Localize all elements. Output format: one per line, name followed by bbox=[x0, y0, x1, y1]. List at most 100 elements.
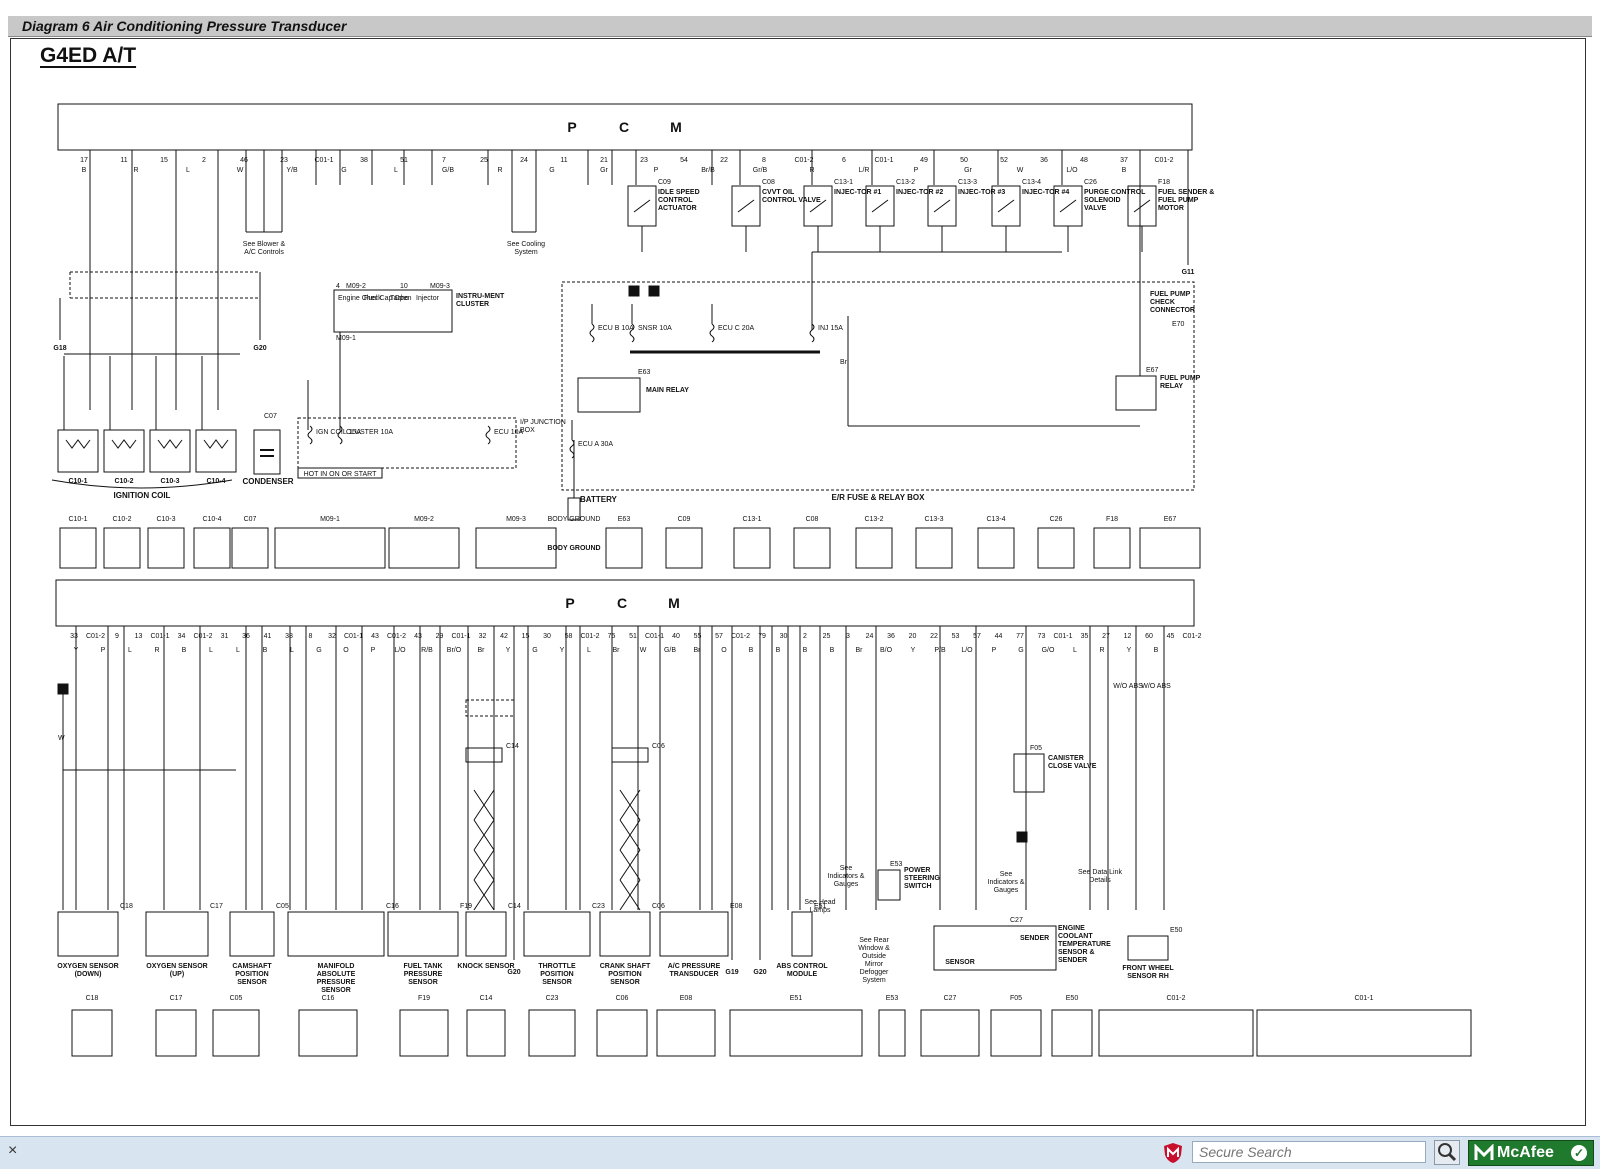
twisted-pair bbox=[473, 849, 495, 881]
pcm-bottom-wire-color: B bbox=[803, 647, 808, 654]
bottom-connector-C27 bbox=[920, 1009, 980, 1057]
ignition-coil-id: C10-1 bbox=[68, 478, 87, 485]
top-connector-M09-1 bbox=[274, 527, 386, 569]
pcm-top-pin: 38 bbox=[360, 157, 368, 164]
coil-symbol bbox=[933, 199, 951, 213]
pcm-top-pin: 8 bbox=[762, 157, 766, 164]
main-relay-label: MAIN RELAY bbox=[646, 387, 689, 394]
sensor-C05 bbox=[229, 911, 275, 957]
top-connector-M09-2 bbox=[388, 527, 460, 569]
pcm-bottom-wire-color: L/O bbox=[394, 647, 406, 654]
pcm-top-pin: 52 bbox=[1000, 157, 1008, 164]
mcafee-brand-text: McAfee bbox=[1497, 1144, 1554, 1161]
pcm-bottom-wire-color: B/O bbox=[880, 647, 893, 654]
coolant-id: C27 bbox=[1010, 917, 1023, 924]
pcm-bottom-pin: 43 bbox=[371, 633, 379, 640]
battery-symbol bbox=[567, 497, 581, 521]
secure-search-input[interactable] bbox=[1192, 1141, 1426, 1163]
note-defogger: Defogger bbox=[860, 969, 889, 976]
cluster-connector: M09-2 bbox=[346, 283, 366, 290]
actuator-label: FUEL PUMP bbox=[1158, 197, 1199, 204]
pcm-top-wire-color: L/O bbox=[1066, 167, 1078, 174]
ignition-coil-id: C10-2 bbox=[114, 478, 133, 485]
twisted-pair bbox=[619, 789, 641, 821]
wiring-diagram: PCM17111524623C01-138517252411212354228C… bbox=[51, 103, 1472, 1057]
shield-id: C06 bbox=[652, 743, 665, 750]
pcm-bottom-pin: 22 bbox=[930, 633, 938, 640]
twisted-pair bbox=[473, 819, 495, 851]
power-steering-label: SWITCH bbox=[904, 883, 932, 890]
fuel-pump-relay-label: RELAY bbox=[1160, 383, 1183, 390]
pcm-top-pin: C01-1 bbox=[874, 157, 893, 164]
sensor-label: SENSOR bbox=[321, 987, 351, 994]
top-connector-C10-4 bbox=[193, 527, 231, 569]
pcm-top-pin: 50 bbox=[960, 157, 968, 164]
sensor-label: PRESSURE bbox=[404, 971, 443, 978]
ref-box bbox=[1016, 831, 1028, 843]
sensor-label: THROTTLE bbox=[538, 963, 576, 970]
top-connector-E67 bbox=[1139, 527, 1201, 569]
cluster-item: Injector bbox=[416, 295, 440, 302]
ground-label: G20 bbox=[753, 969, 766, 976]
close-icon[interactable]: × bbox=[8, 1142, 18, 1159]
bottom-connector-id: E50 bbox=[1066, 995, 1079, 1002]
fuse-label: ECU 10A bbox=[494, 429, 524, 436]
bottom-connector-id: C17 bbox=[170, 995, 183, 1002]
mcafee-shield-icon bbox=[1164, 1143, 1182, 1163]
note-blower: See Blower & bbox=[243, 241, 286, 248]
note-head-lamps: See Head bbox=[804, 899, 835, 906]
ref-number: 2 bbox=[1020, 833, 1025, 842]
top-connector-id: C13-1 bbox=[742, 516, 761, 523]
coil-symbol bbox=[203, 439, 229, 449]
pcm-bottom-wire-color: L bbox=[1073, 647, 1077, 654]
instrument-cluster-box bbox=[333, 289, 453, 333]
top-connector-id: C10-4 bbox=[202, 516, 221, 523]
status-bar: × McAfee ✓ bbox=[0, 1136, 1600, 1169]
sensor-label: ABS CONTROL bbox=[776, 963, 828, 970]
note-defogger: System bbox=[862, 977, 886, 984]
top-connector-id: M09-2 bbox=[414, 516, 434, 523]
body-ground-label: BODY GROUND bbox=[547, 545, 600, 552]
condenser-id: C07 bbox=[264, 413, 277, 420]
sensor-label: PRESSURE bbox=[317, 979, 356, 986]
pcm-bottom-wire-color: O bbox=[721, 647, 727, 654]
top-connector-id: E67 bbox=[1164, 516, 1177, 523]
pcm-top-pin: 7 bbox=[442, 157, 446, 164]
ignition-coil-id: C10-4 bbox=[206, 478, 225, 485]
pcm-bottom-wire-color: Br bbox=[478, 647, 486, 654]
sensor-id: C23 bbox=[592, 903, 605, 910]
top-connector-C13-4 bbox=[977, 527, 1015, 569]
top-connector-id: C10-1 bbox=[68, 516, 87, 523]
fuse-symbol bbox=[589, 323, 595, 343]
sensor-label: OXYGEN SENSOR bbox=[146, 963, 207, 970]
pcm-bottom-pin: 24 bbox=[866, 633, 874, 640]
cluster-item: Tacho bbox=[390, 295, 409, 302]
pcm-bottom-box bbox=[55, 579, 1195, 627]
actuator-label: MOTOR bbox=[1158, 205, 1184, 212]
pcm-bottom-pin: C01-2 bbox=[580, 633, 599, 640]
actuator-id: C08 bbox=[762, 179, 775, 186]
search-button[interactable] bbox=[1434, 1140, 1460, 1165]
mcafee-badge[interactable]: McAfee ✓ bbox=[1468, 1140, 1594, 1166]
fuel-pump-relay-id: E67 bbox=[1146, 367, 1159, 374]
pcm-bottom-pin: 12 bbox=[1124, 633, 1132, 640]
pcm-bottom-pin: C01-1 bbox=[150, 633, 169, 640]
top-connector-M09-3 bbox=[475, 527, 557, 569]
pcm-top-wire-color: L bbox=[186, 167, 190, 174]
main-relay-box bbox=[577, 377, 641, 413]
cluster-connector: M09-1 bbox=[336, 335, 356, 342]
pcm-bottom-pin: 13 bbox=[135, 633, 143, 640]
actuator-id: F18 bbox=[1158, 179, 1170, 186]
pcm-bottom-pin: 73 bbox=[1038, 633, 1046, 640]
bottom-connector-id: C27 bbox=[944, 995, 957, 1002]
diagram-title: Diagram 6 Air Conditioning Pressure Tran… bbox=[22, 18, 347, 34]
twisted-pair bbox=[473, 879, 495, 911]
pcm-top-wire-color: B bbox=[82, 167, 87, 174]
ref-number: 2 bbox=[652, 287, 657, 296]
pcm-bottom-wire-color: B bbox=[182, 647, 187, 654]
actuator-id: C09 bbox=[658, 179, 671, 186]
bottom-connector-id: C06 bbox=[616, 995, 629, 1002]
ip-junction-box bbox=[297, 417, 517, 469]
sensor-F19 bbox=[387, 911, 459, 957]
sensor-label: SENSOR bbox=[542, 979, 572, 986]
